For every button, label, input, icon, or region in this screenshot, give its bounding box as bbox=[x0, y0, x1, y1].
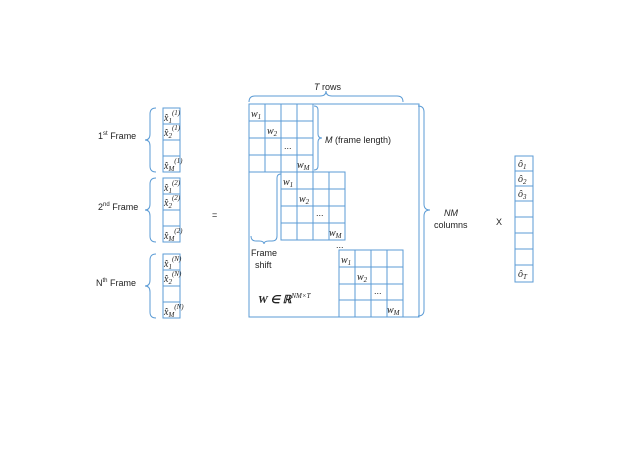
o-elem-1: ô1 bbox=[518, 159, 527, 171]
frame-1-label: 1st Frame bbox=[98, 131, 136, 141]
x-vector-frame-1: x̂1(1) x̂2(1) x̂M(1) bbox=[162, 107, 183, 173]
w1-label-block2: w1 bbox=[283, 177, 293, 189]
frame-n-label: Nth Frame bbox=[96, 278, 136, 288]
x-framen-elemM: x̂M(N) bbox=[163, 303, 184, 319]
dots-blockn: ... bbox=[374, 286, 382, 296]
w-block-n: w1 w2 ... wM bbox=[338, 249, 404, 318]
w2-label-block2: w2 bbox=[299, 194, 310, 206]
w1-label-block1: w1 bbox=[251, 109, 261, 121]
nm-label: NM bbox=[444, 208, 458, 218]
o-elem-3: ô3 bbox=[518, 189, 527, 201]
wM-label-block2: wM bbox=[329, 228, 343, 240]
x-frame1-elem2: x̂2(1) bbox=[163, 124, 181, 140]
o-vector: ô1 ô2 ô3 ôT bbox=[514, 155, 534, 283]
dots-block1: ... bbox=[284, 141, 292, 151]
x-frame2-elemM: x̂M(2) bbox=[163, 227, 183, 243]
multiply-sign: X bbox=[496, 217, 502, 227]
x-frame2-elem2: x̂2(2) bbox=[163, 194, 181, 210]
w2-label-block1: w2 bbox=[267, 126, 278, 138]
x-vector-frame-n: x̂1(N) x̂2(N) x̂M(N) bbox=[162, 253, 184, 319]
w-block-1: w1 w2 ... wM bbox=[248, 103, 314, 173]
w-matrix-frame bbox=[248, 103, 420, 318]
frame-shift-label-2: shift bbox=[255, 260, 272, 270]
o-elem-t: ôT bbox=[518, 269, 528, 281]
t-rows-label: T rows bbox=[314, 82, 342, 92]
columns-label: columns bbox=[434, 220, 468, 230]
t-rows-brace bbox=[248, 90, 404, 103]
o-elem-2: ô2 bbox=[518, 174, 527, 186]
w1-label-blockn: w1 bbox=[341, 255, 351, 267]
frame-2-brace bbox=[144, 177, 157, 243]
w-matrix-definition: W ∈ ℝNM×T bbox=[258, 292, 312, 306]
x-frame1-elemM: x̂M(1) bbox=[163, 157, 183, 173]
frame-shift-label-1: Frame bbox=[251, 248, 277, 258]
frame-n-brace bbox=[144, 253, 157, 319]
w-block-2: w1 w2 ... wM bbox=[280, 171, 346, 241]
dots-between-blocks: ... bbox=[336, 240, 344, 250]
x-framen-elem2: x̂2(N) bbox=[163, 270, 182, 286]
wM-label-block1: wM bbox=[297, 160, 311, 172]
frame-1-brace bbox=[144, 107, 157, 173]
nm-columns-brace bbox=[417, 105, 431, 317]
frame-length-brace bbox=[313, 105, 323, 171]
frame-shift-brace bbox=[250, 173, 282, 245]
frame-2-label: 2nd Frame bbox=[98, 202, 138, 212]
w2-label-blockn: w2 bbox=[357, 272, 368, 284]
x-framen-elem1: x̂1(N) bbox=[163, 255, 182, 271]
wM-label-blockn: wM bbox=[387, 305, 401, 317]
x-frame2-elem1: x̂1(2) bbox=[163, 179, 181, 195]
frame-length-label: M (frame length) bbox=[325, 135, 391, 145]
x-vector-frame-2: x̂1(2) x̂2(2) x̂M(2) bbox=[162, 177, 183, 243]
x-frame1-elem1: x̂1(1) bbox=[163, 109, 181, 125]
dots-block2: ... bbox=[316, 208, 324, 218]
equals-sign: = bbox=[212, 210, 217, 220]
